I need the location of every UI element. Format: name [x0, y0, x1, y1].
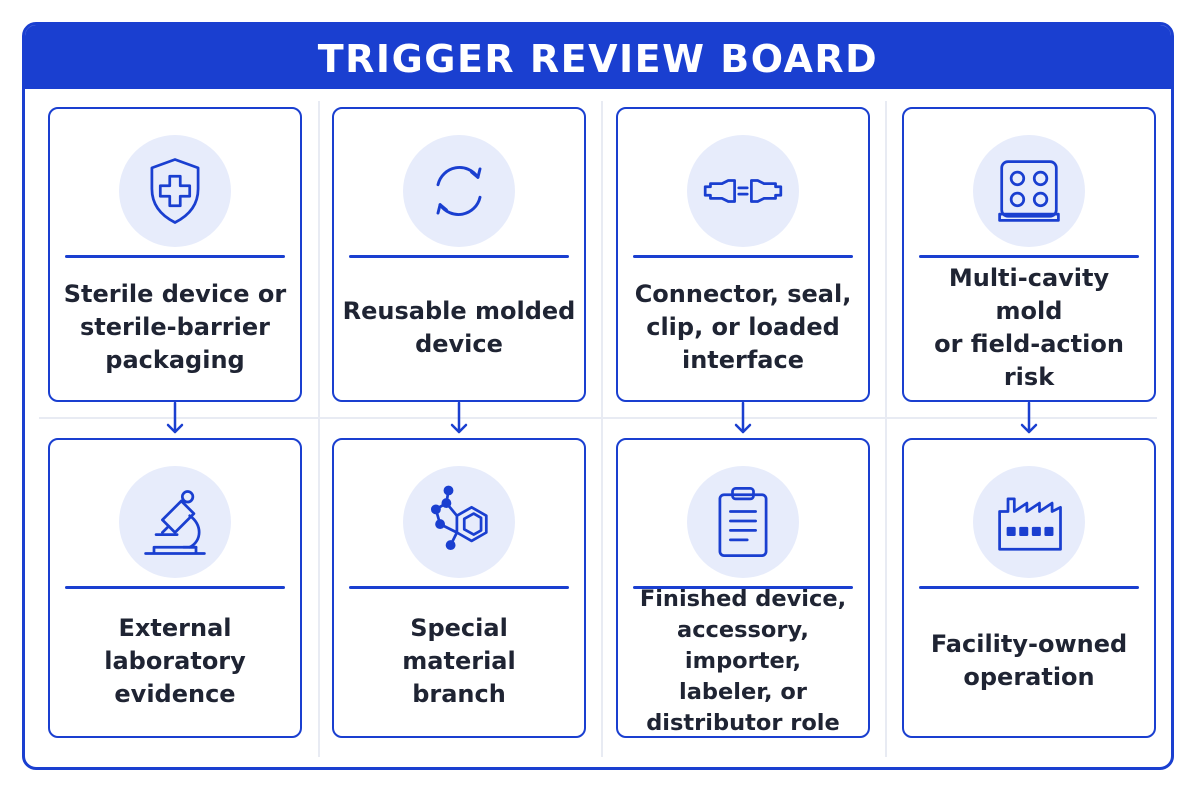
card-label: Sterile device or sterile-barrier packag… — [63, 280, 287, 374]
board-title: TRIGGER REVIEW BOARD — [317, 37, 879, 81]
down-arrow-icon — [1020, 401, 1038, 434]
card-label: Multi-cavity mold or field-action risk — [934, 263, 1124, 391]
trigger-card-reusable-device: Reusable molded device — [332, 107, 586, 402]
down-arrow-icon — [734, 401, 752, 434]
card-label: Special material branch — [402, 613, 516, 708]
card-divider — [65, 586, 285, 589]
card-divider — [919, 586, 1139, 589]
icon-badge — [687, 135, 799, 247]
card-divider — [633, 255, 853, 258]
refresh-cycle-icon — [436, 166, 482, 216]
connector-icon — [703, 179, 783, 203]
card-label: Finished device, accessory, importer, la… — [639, 585, 847, 736]
icon-badge — [403, 135, 515, 247]
column-divider — [601, 101, 603, 757]
icon-badge — [403, 466, 515, 578]
trigger-card-special-material: Special material branch — [332, 438, 586, 738]
trigger-card-finished-device-role: Finished device, accessory, importer, la… — [616, 438, 870, 738]
card-label: External laboratory evidence — [104, 613, 246, 708]
card-divider — [65, 255, 285, 258]
trigger-card-multi-cavity-mold: Multi-cavity mold or field-action risk — [902, 107, 1156, 402]
card-divider — [919, 255, 1139, 258]
down-arrow-icon — [450, 401, 468, 434]
trigger-card-facility-operation: Facility-owned operation — [902, 438, 1156, 738]
icon-badge — [687, 466, 799, 578]
card-label: Facility-owned operation — [930, 630, 1128, 691]
board-header: TRIGGER REVIEW BOARD — [25, 25, 1171, 89]
down-arrow-icon — [166, 401, 184, 434]
icon-badge — [973, 466, 1085, 578]
molecule-icon — [430, 485, 488, 551]
column-divider — [885, 101, 887, 757]
card-divider — [349, 586, 569, 589]
card-divider — [349, 255, 569, 258]
trigger-card-connector: Connector, seal, clip, or loaded interfa… — [616, 107, 870, 402]
shield-plus-icon — [150, 158, 200, 224]
trigger-card-sterile-device: Sterile device or sterile-barrier packag… — [48, 107, 302, 402]
card-label: Connector, seal, clip, or loaded interfa… — [634, 280, 852, 374]
microscope-icon — [144, 490, 206, 555]
factory-icon — [998, 497, 1062, 551]
row-divider — [39, 417, 1157, 419]
icon-badge — [119, 466, 231, 578]
card-label: Reusable molded device — [342, 296, 576, 358]
icon-badge — [119, 135, 231, 247]
trigger-card-external-lab: External laboratory evidence — [48, 438, 302, 738]
multi-cavity-mold-icon — [998, 160, 1060, 222]
card-divider — [633, 586, 853, 589]
icon-badge — [973, 135, 1085, 247]
clipboard-icon — [718, 487, 768, 557]
trigger-review-board: TRIGGER REVIEW BOARD Sterile device or s… — [22, 22, 1174, 770]
column-divider — [318, 101, 320, 757]
